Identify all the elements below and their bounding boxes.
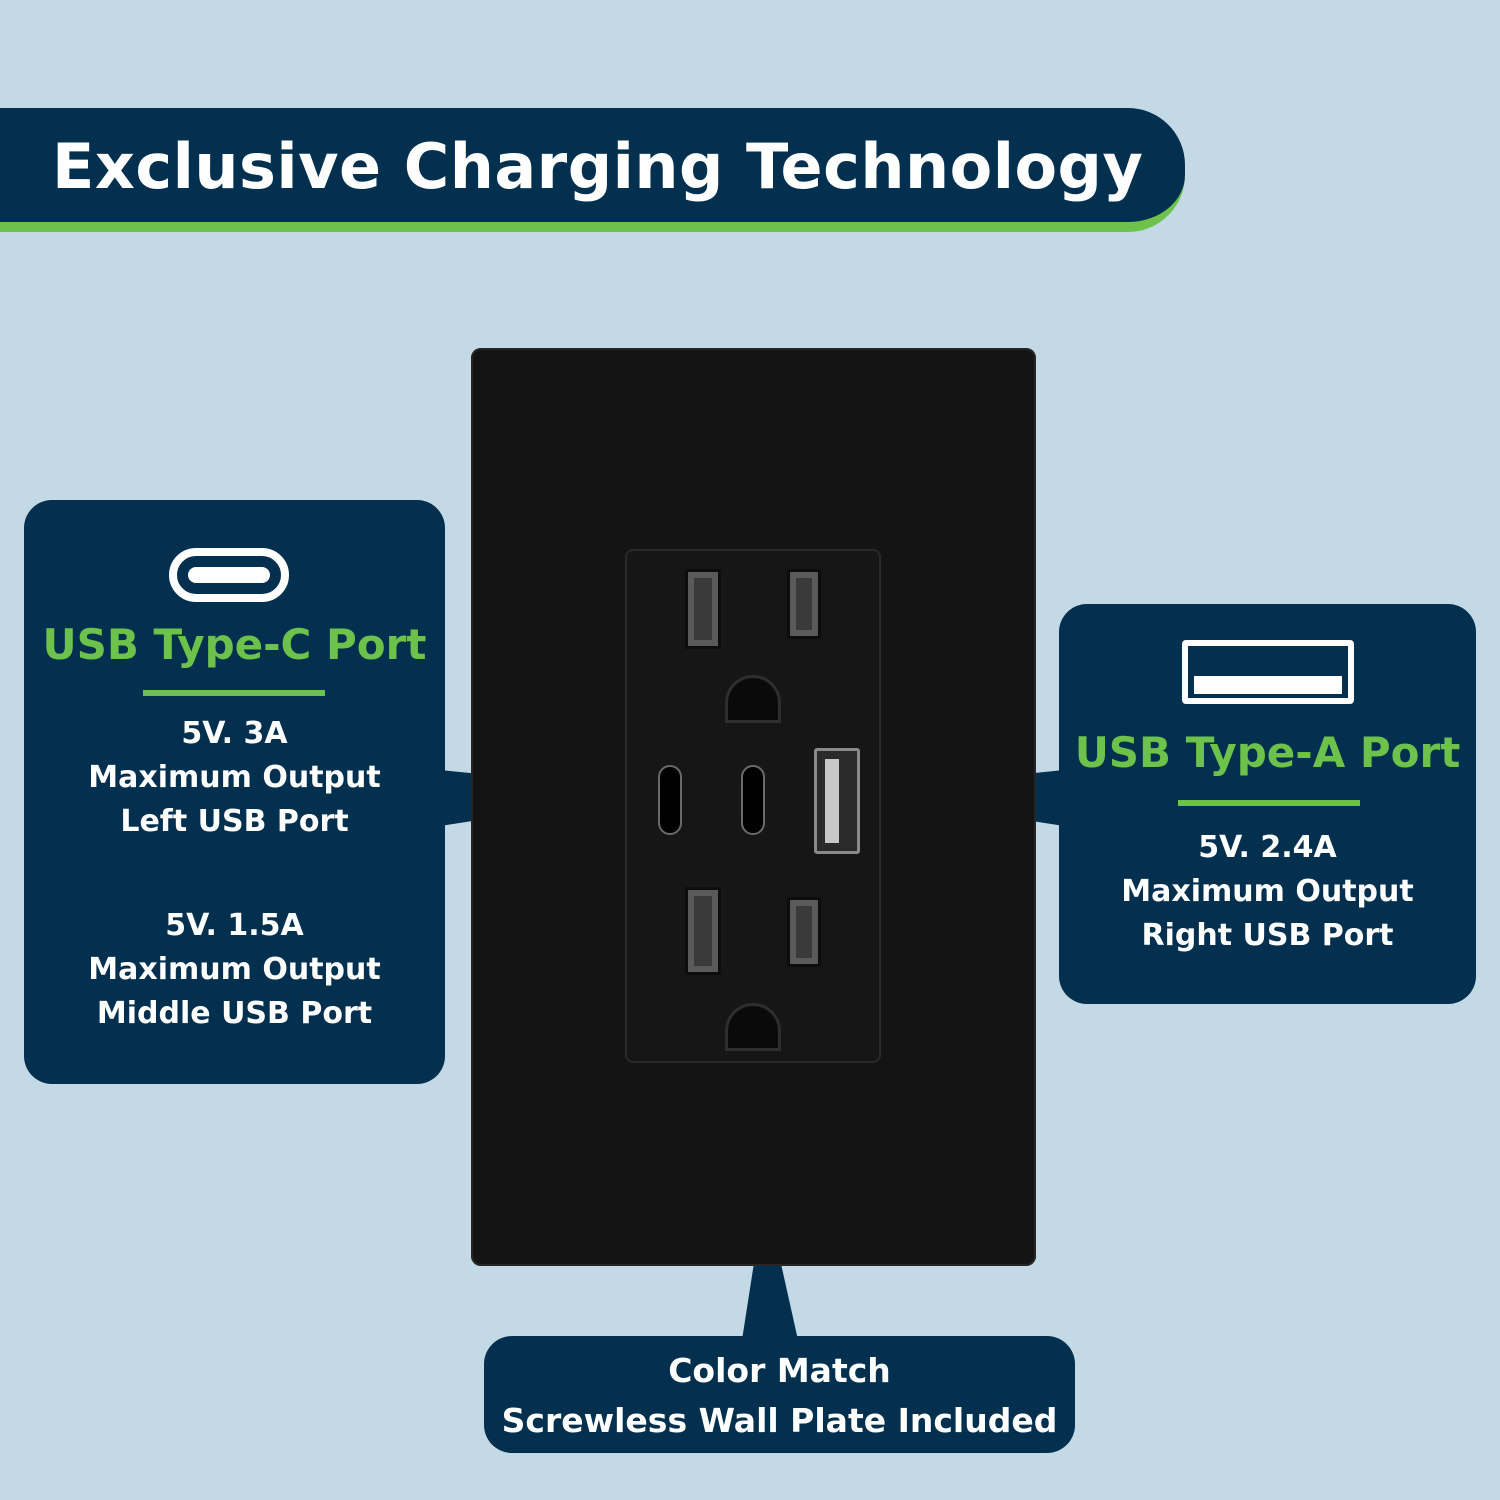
page-title: Exclusive Charging Technology xyxy=(52,130,1144,203)
bottom-ground-hole xyxy=(725,1003,781,1051)
bottom-neutral-slot xyxy=(685,887,721,975)
right-port-output-label: Maximum Output xyxy=(1121,874,1414,909)
right-port-label: Right USB Port xyxy=(1141,918,1394,953)
usb-c-info-panel: USB Type-C Port 5V. 3A Maximum Output Le… xyxy=(24,500,445,1084)
usb-a-heading: USB Type-A Port xyxy=(1074,728,1461,777)
middle-port-rating: 5V. 1.5A xyxy=(165,908,304,943)
bottom-hot-slot xyxy=(787,897,821,967)
left-port-label: Left USB Port xyxy=(120,804,349,839)
wall-plate xyxy=(471,348,1036,1266)
middle-port-spec: 5V. 1.5A Maximum Output Middle USB Port xyxy=(24,904,445,1036)
top-ground-hole xyxy=(725,675,781,723)
usb-c-heading-rule xyxy=(143,690,325,696)
color-match-label: Color Match xyxy=(668,1351,891,1390)
wall-plate-caption: Color Match Screwless Wall Plate Include… xyxy=(484,1346,1075,1446)
title-banner: Exclusive Charging Technology xyxy=(0,108,1185,232)
usb-a-icon xyxy=(1182,640,1354,704)
top-hot-slot xyxy=(787,569,821,639)
right-port-rating: 5V. 2.4A xyxy=(1198,830,1337,865)
usb-a-port xyxy=(814,748,860,854)
usb-c-icon xyxy=(169,548,289,602)
bottom-callout-pointer xyxy=(742,1192,798,1340)
usb-c-middle-port xyxy=(741,765,765,835)
right-port-spec: 5V. 2.4A Maximum Output Right USB Port xyxy=(1059,826,1476,958)
usb-a-heading-rule xyxy=(1178,800,1360,806)
outlet-receptacle xyxy=(625,549,881,1063)
top-neutral-slot xyxy=(685,569,721,649)
wall-plate-label: Screwless Wall Plate Included xyxy=(501,1401,1058,1440)
left-port-spec: 5V. 3A Maximum Output Left USB Port xyxy=(24,712,445,844)
middle-port-output-label: Maximum Output xyxy=(88,952,381,987)
left-port-output-label: Maximum Output xyxy=(88,760,381,795)
usb-c-heading: USB Type-C Port xyxy=(42,620,427,669)
middle-port-label: Middle USB Port xyxy=(96,996,373,1031)
usb-a-info-panel: USB Type-A Port 5V. 2.4A Maximum Output … xyxy=(1059,604,1476,1004)
left-port-rating: 5V. 3A xyxy=(181,716,288,751)
wall-plate-info-panel: Color Match Screwless Wall Plate Include… xyxy=(484,1336,1075,1453)
usb-c-left-port xyxy=(658,765,682,835)
